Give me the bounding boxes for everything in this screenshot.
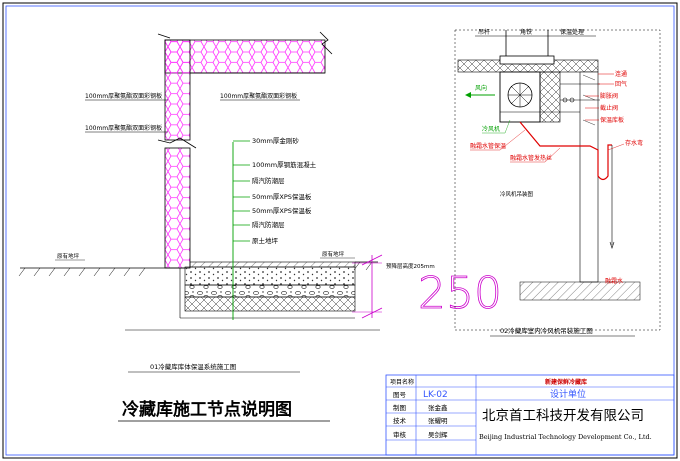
side-label-1: 连通 [615,70,627,78]
label-insulation: 保温处理 [560,28,584,36]
drain-pipe [519,121,612,181]
review-label: 审核 [393,430,407,439]
inner-border [5,5,675,456]
wind-label: 风向 [475,84,487,92]
wall-panel-upper [164,39,191,141]
wall-label-3: 100mm厚聚氨酯双面彩钢板 [85,124,162,132]
drain-pipe-label-2: 融霜水管发热丝 [510,154,552,162]
floor-top-layer [189,261,356,268]
company-en: Beijing Industrial Technology Developmen… [479,433,652,441]
break-symbol-top [319,31,333,55]
floor-label-1: 30mm厚金刚砂 [252,136,299,145]
unit-label: 冷风机 [482,125,500,133]
small-caption: 冷风机吊装图 [500,190,534,198]
floor-label-2: 100mm厚钢筋混凝土 [252,160,317,169]
title-block: 项目名称 新建保鲜冷藏库 图号 LK-02 设计单位 制图 张金鑫 技术 张耀明… [385,374,675,456]
side-label-2: 回气 [615,80,627,88]
tech-value: 张耀明 [428,416,448,425]
company-cn: 北京首工科技开发有限公司 [482,408,644,424]
draw-label: 制图 [393,403,406,412]
trap-label: 存水弯 [625,139,643,147]
right-ground [519,281,641,301]
ground-label-left: 原有地坪 [57,252,80,260]
floor-xps [184,284,356,298]
drawing-no-value: LK-02 [423,390,448,400]
floor-label-7: 原土地坪 [252,236,279,245]
floor-label-3: 隔汽防潮层 [252,176,285,185]
design-unit-label: 设计单位 [550,388,586,400]
label-angle: 角铁 [520,28,532,36]
sheet-title: 冷藏库施工节点说明图 [122,399,292,420]
review-value: 吴剑辉 [428,430,448,439]
drain-label: 融霜水 [605,277,623,285]
tech-label: 技术 [393,416,407,425]
floor-label-6: 隔汽防潮层 [252,220,285,229]
big-dimension: 250 [418,268,502,319]
wall-panel-lower [164,147,191,269]
floor-concrete [184,266,356,286]
wall-label-1: 100mm厚聚氨酯双面彩钢板 [85,92,162,100]
right-caption: 02冷藏库室内冷风机吊装施工图 [500,326,593,335]
side-label-3: 膨胀阀 [600,92,618,100]
drawing-no-label: 图号 [393,391,407,399]
wall-label-2: 100mm厚聚氨酯双面彩钢板 [220,92,297,100]
angle-iron [499,55,555,65]
right-wall [579,71,599,283]
break-symbol-wall [157,137,197,149]
floor-gravel [184,296,356,312]
side-label-4: 截止阀 [600,104,618,112]
left-insulation-detail: 100mm厚聚氨酯双面彩钢板 100mm厚聚氨酯双面彩钢板 100mm厚聚氨酯双… [18,31,502,373]
project-value: 新建保鲜冷藏库 [545,378,587,386]
drain-pipe-label-1: 融霜水管保温 [470,142,506,150]
floor-label-5: 50mm厚XPS保温板 [252,206,312,215]
right-fan-detail: 吊杆 角铁 保温处理 风向 连通 回气 膨胀阀 截止阀 保温库板 融霜水 存水弯 [454,28,661,337]
project-label: 项目名称 [390,378,414,386]
side-label-5: 保温库板 [600,116,624,124]
right-dashed-frame [454,29,661,331]
label-hanger: 吊杆 [478,28,490,36]
ground-label-right: 原有地坪 [322,250,345,258]
height-note: 预降层高度205mm [386,262,435,270]
floor-label-4: 50mm厚XPS保温板 [252,192,312,201]
draw-value: 张金鑫 [428,403,448,412]
left-caption: 01冷藏库库体保温系统施工图 [150,362,236,371]
